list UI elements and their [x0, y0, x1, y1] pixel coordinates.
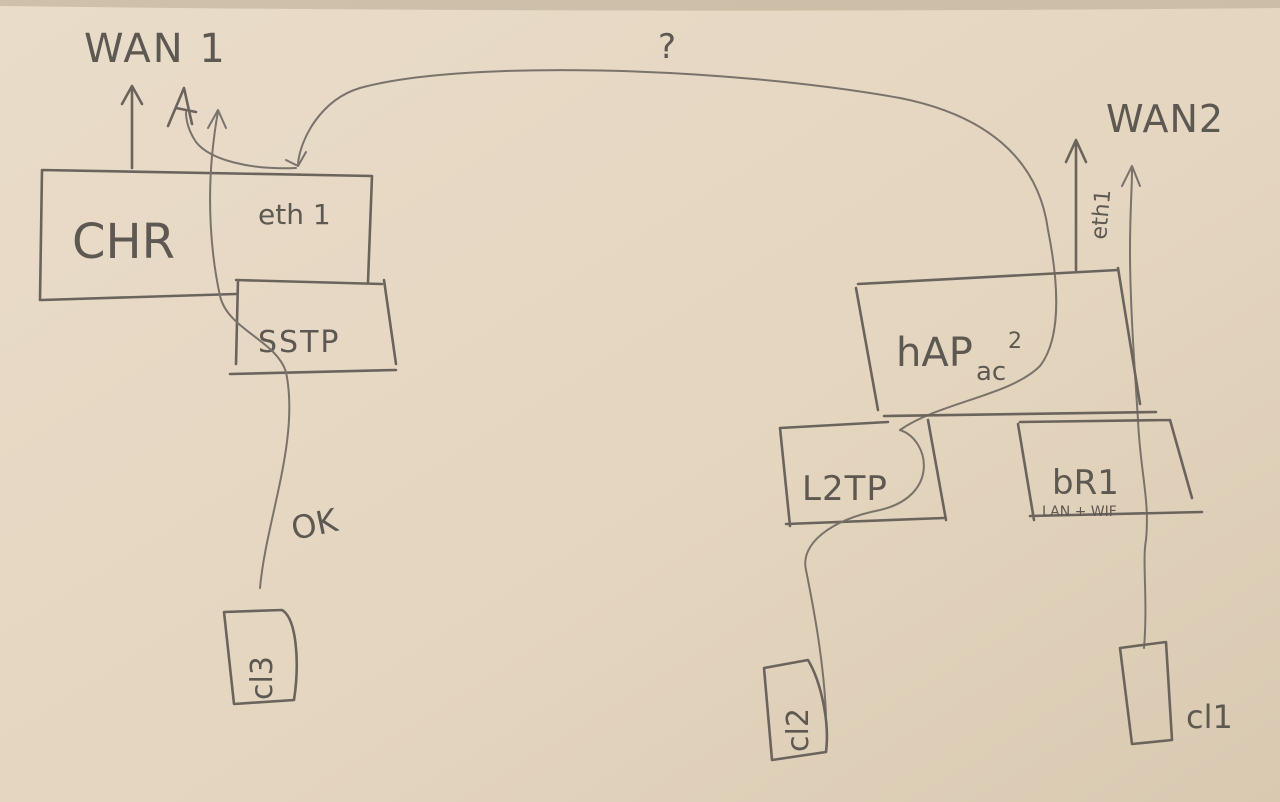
eth1-to-wan1-path	[185, 111, 297, 170]
br1-label: bR1	[1052, 463, 1119, 503]
cl2-tunnel-path	[804, 429, 925, 717]
br1-box	[1016, 418, 1204, 522]
chr-label: CHR	[72, 214, 175, 270]
client3-label: cl3	[245, 656, 280, 700]
wan2-label: WAN2	[1106, 97, 1224, 141]
client1-label: cl1	[1186, 698, 1233, 736]
client2-device	[762, 658, 829, 762]
br1-sub-label: LAN + WIF	[1042, 504, 1117, 520]
chr-eth1-label: eth 1	[258, 198, 331, 231]
chr-box	[38, 168, 374, 302]
hap-sub-label: ac	[976, 357, 1006, 387]
client2-label: cl2	[781, 708, 816, 752]
question-link-arrowhead	[285, 151, 307, 167]
question-label: ?	[658, 27, 676, 67]
hap-sup-label: 2	[1008, 329, 1022, 354]
hap-box	[854, 266, 1158, 418]
l2tp-label: L2TP	[802, 469, 888, 509]
l2tp-box	[778, 418, 948, 528]
wan1-label: WAN 1	[84, 26, 227, 72]
chr-wan1-arrow	[120, 84, 144, 170]
client1-device	[1118, 640, 1174, 746]
hap-eth1-label: eth1	[1087, 188, 1116, 240]
hap-wan2-arrow	[1064, 138, 1088, 272]
cl3-tunnel-path	[207, 109, 291, 589]
client3-device	[222, 608, 298, 706]
hap-label: hAP	[896, 330, 973, 376]
question-link-path	[297, 69, 1058, 431]
paper-top-edge	[0, 0, 1280, 11]
wan1-second-arrow	[166, 86, 198, 128]
chr-box-bottom	[40, 292, 238, 302]
sstp-label: SSTP	[258, 325, 341, 360]
